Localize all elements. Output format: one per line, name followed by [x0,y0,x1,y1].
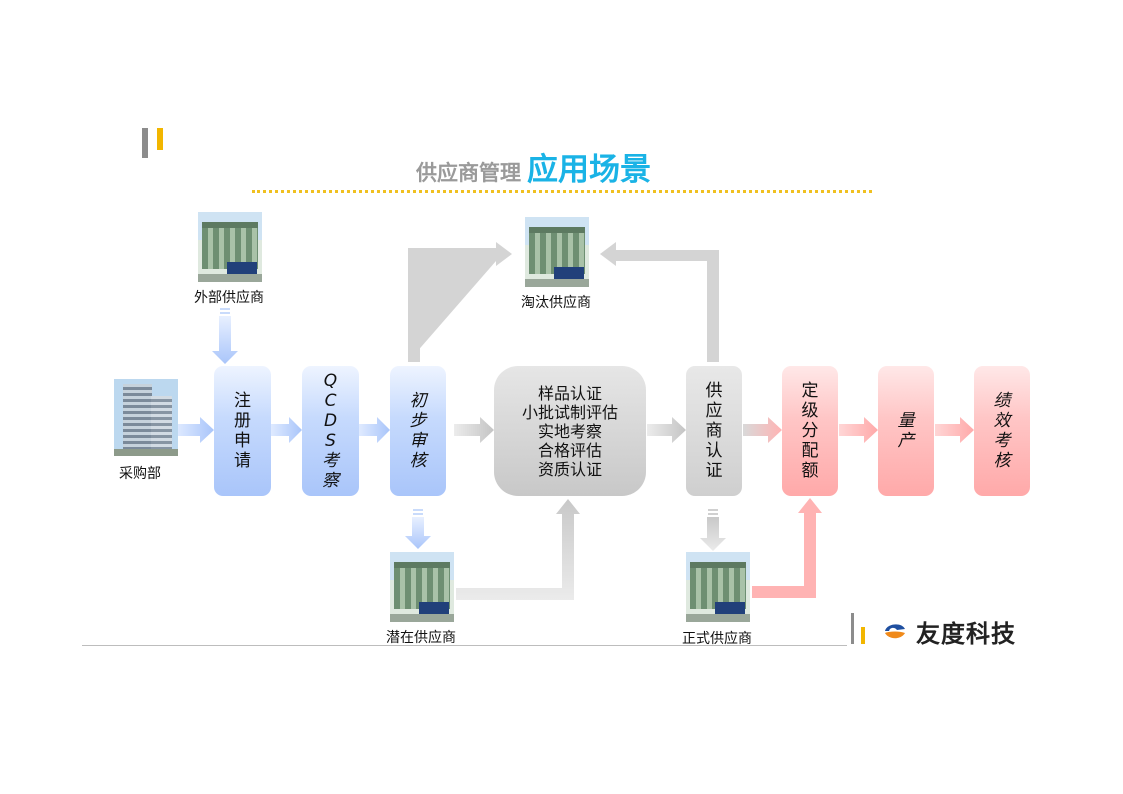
eliminated-supplier-building-icon [525,217,589,287]
step-grading: 定级分配额 [782,366,838,496]
step-qcds: QCDS考察 [302,366,359,496]
step-evaluation-group: 样品认证 小批试制评估 实地考察 合格评估 资质认证 [494,366,646,496]
step-preliminary-label: 初步审核 [409,391,427,471]
title-prefix: 供应商管理 [416,161,521,185]
arrow-preliminary-to-eliminated [408,242,512,362]
title-dotted-divider [252,190,872,193]
company-name: 友度科技 [916,618,1016,648]
step-certify: 供应商认证 [686,366,742,496]
evaluation-item: 实地考察 [537,421,602,441]
step-mass-production-label: 量产 [897,411,915,451]
arrow-certify-to-grading [743,417,782,443]
company-logo: 友度科技 [882,614,1016,648]
step-certify-label: 供应商认证 [705,381,723,481]
title-bar-gray-mark [142,128,148,158]
formal-supplier-building-icon [686,552,750,622]
step-performance: 绩效考核 [974,366,1030,496]
step-mass-production: 量产 [878,366,934,496]
arrow-certify-to-formal [700,509,726,551]
evaluation-item: 样品认证 [537,383,602,403]
step-performance-label: 绩效考核 [993,391,1011,471]
arrow-formal-to-grading [752,498,822,598]
arrow-preliminary-to-central [454,417,494,443]
arrow-production-to-performance [935,417,974,443]
arrow-qcds-to-preliminary [359,417,390,443]
step-grading-label: 定级分配额 [801,381,819,481]
footer-divider [82,645,847,646]
arrow-grading-to-production [839,417,878,443]
title-main: 应用场景 [527,152,651,188]
evaluation-list: 样品认证 小批试制评估 实地考察 合格评估 资质认证 [522,384,618,479]
footer-gray-mark [851,613,854,644]
arrow-preliminary-to-potential [405,509,431,549]
page-title: 供应商管理应用场景 [416,144,651,189]
footer-gold-mark [861,627,865,644]
evaluation-item: 资质认证 [537,459,602,479]
eliminated-supplier-label: 淘汰供应商 [521,295,591,311]
title-bar-gold-mark [157,128,163,150]
step-qcds-label: QCDS考察 [322,371,339,491]
external-supplier-building-icon [198,212,262,282]
procurement-building-icon [114,379,178,456]
potential-supplier-building-icon [390,552,454,622]
arrow-procurement-to-register [176,417,214,443]
evaluation-item: 小批试制评估 [521,402,618,422]
arrow-potential-to-central [456,499,580,600]
procurement-label: 采购部 [119,466,161,482]
potential-supplier-label: 潜在供应商 [386,630,456,646]
arrow-register-to-qcds [271,417,302,443]
company-logo-icon [885,624,905,639]
arrow-central-to-certify [647,417,686,443]
external-supplier-label: 外部供应商 [194,290,264,306]
formal-supplier-label: 正式供应商 [682,631,752,647]
step-preliminary: 初步审核 [390,366,446,496]
arrow-external-to-register [212,308,238,364]
evaluation-item: 合格评估 [537,440,602,460]
step-register: 注册申请 [214,366,271,496]
arrow-certify-to-eliminated [600,242,719,362]
step-register-label: 注册申请 [234,391,251,471]
